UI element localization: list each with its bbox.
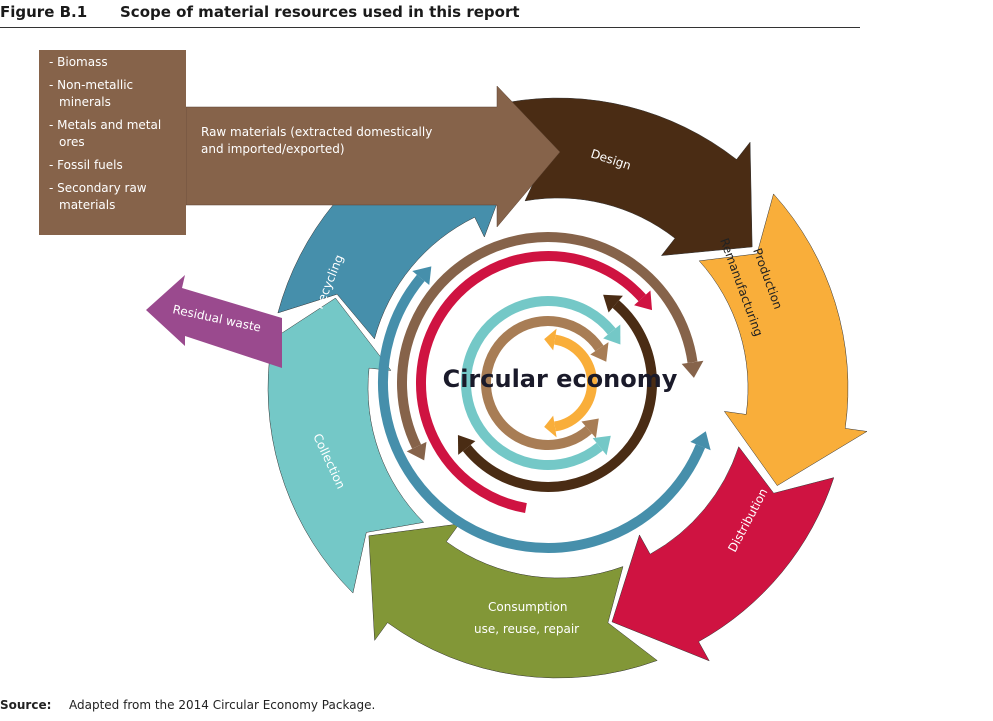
material-item: - Secondary raw materials	[49, 181, 147, 212]
inner-cycle-arrow	[378, 274, 706, 553]
inner-cycle-arrow	[462, 300, 657, 492]
inner-arrowhead	[544, 328, 557, 351]
inner-arrowhead	[603, 324, 621, 345]
inner-cycle-arrow	[397, 232, 698, 449]
inner-arrowhead	[412, 266, 432, 285]
inner-arrowhead	[634, 290, 653, 311]
inner-cycle-arrow	[553, 334, 597, 432]
raw-materials-arrow	[185, 85, 561, 228]
source-label: Source:	[0, 698, 52, 712]
source-note: Source: Adapted from the 2014 Circular Ec…	[0, 698, 375, 712]
inner-cycle-arrow	[481, 316, 604, 450]
consumption-arrow	[368, 523, 658, 679]
figure-title-text: Scope of material resources used in this…	[120, 3, 520, 21]
production-arrow	[698, 193, 868, 486]
consumption-label: Consumption	[488, 600, 567, 614]
figure-title: Figure B.1 Scope of material resources us…	[0, 3, 520, 21]
inner-arrowhead	[590, 342, 609, 362]
inner-arrowhead	[406, 441, 427, 461]
material-item: - Fossil fuels	[49, 158, 123, 172]
raw-materials-label-2: and imported/exported)	[201, 142, 345, 156]
inner-arrowhead	[592, 435, 611, 456]
inner-arrowhead	[457, 435, 476, 455]
circular-economy-label: Circular economy	[443, 365, 678, 393]
consumption-sub-label: use, reuse, repair	[474, 622, 579, 636]
material-item: - Biomass	[49, 55, 108, 69]
title-rule	[0, 27, 860, 28]
material-item: - Metals and metal ores	[49, 118, 162, 149]
distribution-arrow	[611, 446, 835, 662]
figure-number: Figure B.1	[0, 3, 88, 21]
inner-arrowhead	[581, 418, 599, 439]
source-text: Adapted from the 2014 Circular Economy P…	[69, 698, 376, 712]
materials-box: - Biomass - Non-metallic minerals - Meta…	[39, 50, 186, 235]
material-item: - Non-metallic minerals	[49, 78, 134, 109]
inner-arrowhead	[603, 294, 623, 313]
raw-materials-label-1: Raw materials (extracted domestically	[201, 125, 432, 139]
residual-waste-arrow	[146, 275, 282, 368]
inner-arrowhead	[690, 431, 711, 451]
inner-cycle-arrow	[461, 296, 616, 470]
design-arrow	[507, 97, 753, 256]
inner-arrowhead	[544, 415, 557, 438]
inner-arrowhead	[681, 360, 704, 378]
inner-cycle-arrow	[416, 251, 646, 513]
